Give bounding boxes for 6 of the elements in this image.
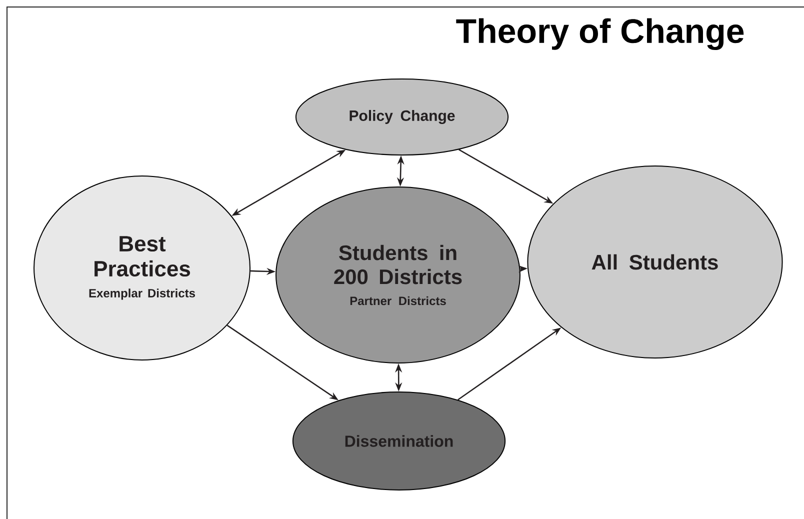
ellipse-node: Dissemination [292, 392, 506, 490]
ellipse-node: Best Practices Exemplar Districts [34, 176, 250, 360]
ellipse-node: Students in 200 Districts Partner Districts [276, 186, 520, 364]
title: Theory of Change [456, 18, 744, 50]
ellipse-node: All Students [527, 166, 783, 358]
ellipse-node: Policy Change [295, 78, 509, 156]
